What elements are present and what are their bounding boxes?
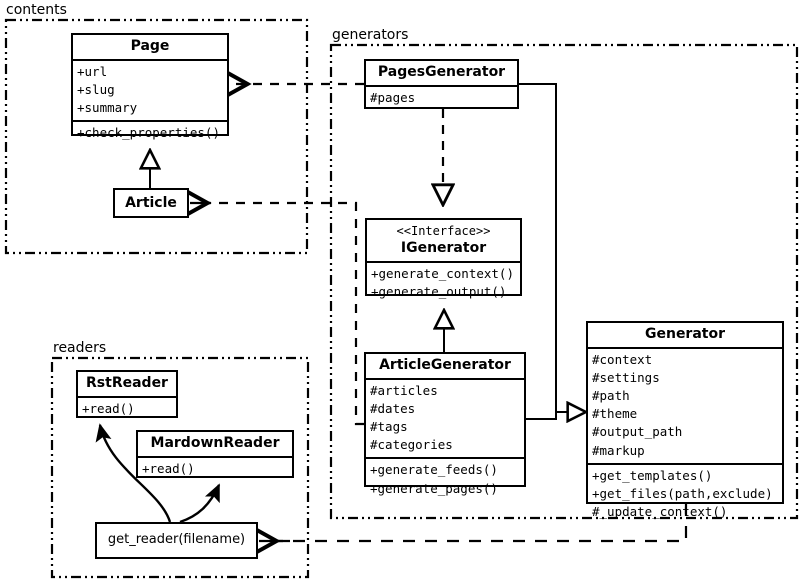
- class-generator-operations-section: +get_templates() +get_files(path,exclude…: [588, 462, 782, 524]
- class-rstreader-operations-section: +read(): [78, 395, 176, 421]
- class-generator-operation: +get_templates(): [592, 467, 713, 483]
- relation-get-reader-returns-rstreader: [95, 423, 172, 523]
- class-page-operation: +check_properties(): [77, 125, 220, 141]
- class-page-attribute: +slug: [77, 82, 115, 98]
- class-articlegenerator-attributes-section: #articles #dates #tags #categories: [366, 377, 524, 458]
- package-border-generators: [329, 43, 799, 520]
- class-box-rstreader[interactable]: RstReader +read(): [76, 370, 178, 418]
- class-mardownreader-name: MardownReader: [150, 435, 280, 451]
- class-generator-attributes-section: #context #settings #path #theme #output_…: [588, 346, 782, 463]
- class-rstreader-name: RstReader: [86, 375, 168, 391]
- class-articlegenerator-attribute: #categories: [370, 437, 453, 453]
- class-igenerator-operations-section: +generate_context() +generate_output(): [367, 260, 520, 304]
- class-generator-attribute: #settings: [592, 370, 660, 386]
- class-igenerator-name: IGenerator: [400, 240, 487, 256]
- class-igenerator-stereotype: <<Interface>>: [396, 224, 491, 238]
- package-label-generators: generators: [332, 27, 409, 43]
- class-page-operations-section: +check_properties(): [73, 120, 227, 145]
- class-page-attribute: +url: [77, 63, 108, 79]
- class-igenerator-operation: +generate_context(): [371, 265, 514, 281]
- class-box-igenerator[interactable]: <<Interface>> IGenerator +generate_conte…: [365, 218, 522, 299]
- class-box-mardownreader[interactable]: MardownReader +read(): [136, 430, 294, 478]
- class-articlegenerator-name: ArticleGenerator: [379, 357, 511, 373]
- class-pagesgenerator-name-section: PagesGenerator: [366, 61, 517, 85]
- class-page-name-section: Page: [73, 35, 227, 59]
- class-box-article[interactable]: Article: [113, 188, 189, 218]
- relation-articlegenerator-uses-article: [196, 201, 364, 426]
- class-generator-attribute: #context: [592, 351, 653, 367]
- class-page-attribute: +summary: [77, 100, 138, 116]
- package-border-readers: [50, 356, 310, 579]
- relation-generator-uses-get-reader: [276, 504, 688, 543]
- class-articlegenerator-operations-section: +generate_feeds() +generate_pages(): [366, 457, 524, 500]
- package-label-contents: contents: [6, 2, 67, 18]
- relation-generators-extend-generator: [519, 83, 586, 419]
- class-box-page[interactable]: Page +url +slug +summary +check_properti…: [71, 33, 229, 140]
- class-generator-attribute: #output_path: [592, 424, 683, 440]
- relation-get-reader-returns-mardownreader: [179, 483, 221, 524]
- class-generator-name: Generator: [644, 326, 725, 342]
- class-articlegenerator-operation: +generate_feeds(): [370, 462, 498, 478]
- class-articlegenerator-attribute: #tags: [370, 419, 408, 435]
- class-rstreader-name-section: RstReader: [78, 372, 176, 396]
- class-box-articlegenerator[interactable]: ArticleGenerator #articles #dates #tags …: [364, 352, 526, 496]
- class-generator-attribute: #path: [592, 388, 630, 404]
- function-box-get-reader[interactable]: get_reader(filename): [95, 522, 258, 559]
- class-page-attributes-section: +url +slug +summary: [73, 58, 227, 120]
- class-box-pagesgenerator[interactable]: PagesGenerator #pages: [364, 59, 519, 109]
- class-pagesgenerator-attributes-section: #pages: [366, 84, 517, 110]
- class-igenerator-operation: +generate_output(): [371, 284, 507, 300]
- class-generator-operation: +get_files(path,exclude): [592, 485, 773, 501]
- class-mardownreader-name-section: MardownReader: [138, 432, 292, 456]
- class-igenerator-name-section: <<Interface>> IGenerator: [367, 220, 520, 261]
- class-articlegenerator-operation: +generate_pages(): [370, 480, 498, 496]
- package-label-readers: readers: [53, 340, 107, 356]
- class-rstreader-operation: +read(): [82, 400, 135, 416]
- class-generator-operation: #_update_context(): [592, 503, 728, 519]
- class-box-generator[interactable]: Generator #context #settings #path #them…: [586, 321, 784, 519]
- class-articlegenerator-attribute: #dates: [370, 401, 416, 417]
- class-mardownreader-operations-section: +read(): [138, 455, 292, 481]
- class-pagesgenerator-attribute: #pages: [370, 89, 416, 105]
- class-generator-attribute: #markup: [592, 442, 645, 458]
- class-generator-attribute: #theme: [592, 406, 638, 422]
- package-border-contents: [4, 18, 309, 255]
- class-pagesgenerator-name: PagesGenerator: [377, 64, 506, 80]
- class-articlegenerator-attribute: #articles: [370, 382, 438, 398]
- class-article-name: Article: [125, 194, 177, 211]
- class-page-name: Page: [130, 38, 170, 54]
- class-generator-name-section: Generator: [588, 323, 782, 347]
- class-mardownreader-operation: +read(): [142, 460, 195, 476]
- function-get-reader-label: get_reader(filename): [107, 532, 246, 548]
- class-articlegenerator-name-section: ArticleGenerator: [366, 354, 524, 378]
